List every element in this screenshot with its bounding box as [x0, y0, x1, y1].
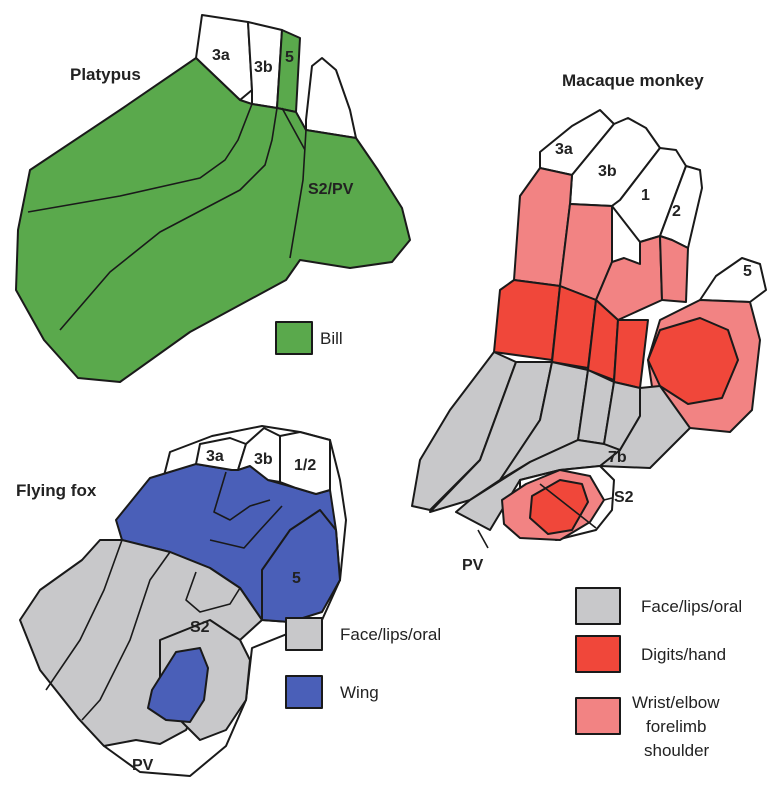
legend-swatch-wrist — [576, 698, 620, 734]
macaque-label-7b: 7b — [608, 449, 627, 466]
flying-fox-title: Flying fox — [16, 481, 97, 500]
legend-label-wrist-1: Wrist/elbow — [632, 693, 720, 712]
platypus-panel: Platypus 3a 3b 5 S2/PV Bill — [16, 15, 410, 382]
macaque-label-5: 5 — [743, 263, 752, 280]
macaque-label-s2: S2 — [614, 489, 634, 506]
legend-label-face-flyingfox: Face/lips/oral — [340, 625, 441, 644]
platypus-label-s2pv: S2/PV — [308, 181, 354, 198]
legend-label-wing: Wing — [340, 683, 379, 702]
macaque-label-2: 2 — [672, 203, 681, 220]
legend-swatch-face-flyingfox — [286, 618, 322, 650]
legend-label-face-macaque: Face/lips/oral — [641, 597, 742, 616]
platypus-label-3b: 3b — [254, 59, 273, 76]
macaque-label-3a: 3a — [555, 141, 573, 158]
platypus-bill-field — [16, 58, 410, 382]
macaque-label-3b: 3b — [598, 163, 617, 180]
platypus-white-cap — [306, 58, 356, 138]
platypus-label-5: 5 — [285, 49, 294, 66]
flying-fox-label-12: 1/2 — [294, 457, 316, 474]
platypus-area-5 — [277, 30, 300, 112]
macaque-panel: Macaque monkey 3a 3b 1 2 5 7b S2 PV Face… — [412, 71, 766, 760]
flying-fox-label-s2: S2 — [190, 619, 210, 636]
macaque-pv-pointer — [478, 530, 488, 548]
flying-fox-label-3b: 3b — [254, 451, 273, 468]
macaque-title: Macaque monkey — [562, 71, 704, 90]
macaque-area-5-cap — [700, 258, 766, 302]
macaque-2-digits — [614, 320, 648, 388]
legend-swatch-digits — [576, 636, 620, 672]
macaque-label-pv: PV — [462, 557, 484, 574]
legend-label-wrist-3: shoulder — [644, 741, 710, 760]
legend-label-wrist-2: forelimb — [646, 717, 706, 736]
platypus-label-3a: 3a — [212, 47, 230, 64]
legend-label-digits: Digits/hand — [641, 645, 726, 664]
macaque-label-1: 1 — [641, 187, 650, 204]
flying-fox-label-pv: PV — [132, 757, 154, 774]
legend-swatch-face-macaque — [576, 588, 620, 624]
legend-swatch-wing — [286, 676, 322, 708]
legend-label-bill: Bill — [320, 329, 343, 348]
legend-swatch-bill — [276, 322, 312, 354]
macaque-3a-digits — [494, 280, 560, 360]
flying-fox-panel: Flying fox 3a 3b 1/2 5 S2 PV Face/lips/o… — [16, 426, 441, 776]
flying-fox-label-5: 5 — [292, 570, 301, 587]
platypus-title: Platypus — [70, 65, 141, 84]
flying-fox-label-3a: 3a — [206, 448, 224, 465]
macaque-2-wrist — [660, 236, 688, 302]
